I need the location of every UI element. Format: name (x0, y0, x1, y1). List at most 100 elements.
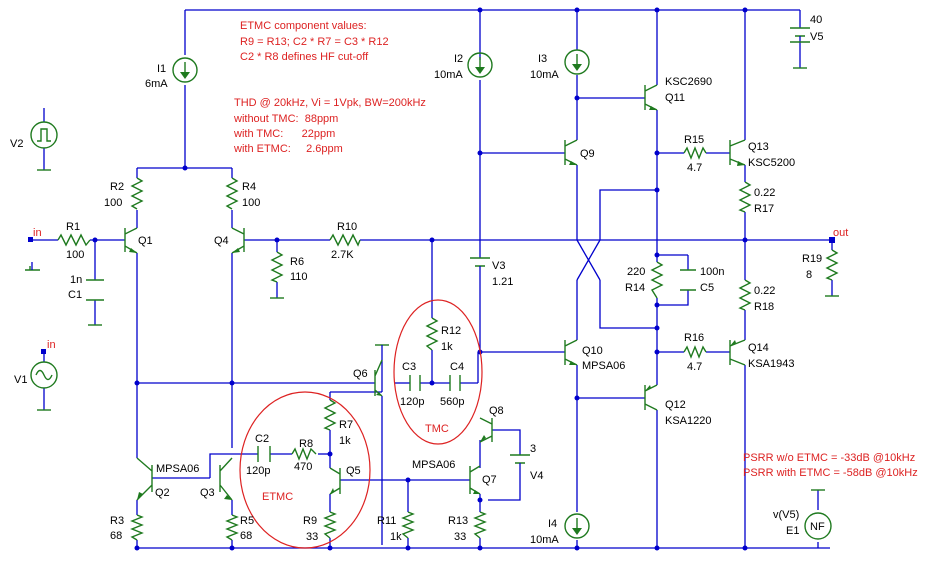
thd-note-title: THD @ 20kHz, Vi = 1Vpk, BW=200kHz (234, 97, 426, 109)
label-V4-name: V4 (530, 470, 543, 482)
label-C1-name: C1 (68, 289, 82, 301)
resistor-R7-icon (323, 399, 337, 431)
tmc-highlight-circle (393, 299, 483, 445)
label-R4-val: 100 (242, 197, 260, 209)
label-I4-name: I4 (548, 518, 557, 530)
resistor-R15-icon (683, 146, 707, 160)
label-R6-val: 110 (290, 271, 308, 283)
label-Q6: Q6 (353, 368, 368, 380)
label-V3-val: 1.21 (492, 276, 513, 288)
label-Q8: Q8 (489, 405, 504, 417)
label-R5-val: 68 (240, 530, 252, 542)
transistor-Q10-icon (564, 339, 578, 366)
label-R18-val: 0.22 (754, 285, 775, 297)
label-R8-name: R8 (299, 438, 313, 450)
label-I3-val: 10mA (530, 69, 559, 81)
label-C4-name: C4 (450, 361, 464, 373)
label-C1-val: 1n (70, 274, 82, 286)
capacitor-C4-icon (449, 375, 461, 391)
transistor-Q1-icon (124, 227, 138, 254)
battery-V3-icon (470, 257, 490, 285)
label-Q12: Q12 (665, 399, 686, 411)
out-port-label: out (833, 227, 848, 239)
label-R12-val: 1k (441, 341, 453, 353)
transistor-Q8-icon (479, 417, 493, 443)
label-Q12-part: KSA1220 (665, 415, 711, 427)
label-R7-val: 1k (339, 435, 351, 447)
psrr-note-line1: PSRR w/o ETMC = -33dB @10kHz (743, 452, 915, 464)
capacitors (86, 269, 696, 462)
resistor-R1-icon (57, 233, 91, 247)
label-Q2: Q2 (155, 487, 170, 499)
label-E1-symbol: NF (810, 521, 825, 533)
label-R13-name: R13 (448, 515, 468, 527)
label-R2-name: R2 (110, 181, 124, 193)
label-Q14-part: KSA1943 (748, 358, 794, 370)
capacitor-C2-icon (257, 446, 271, 462)
label-Q9: Q9 (580, 148, 595, 160)
capacitor-C3-icon (409, 375, 421, 391)
current-source-I4-icon (564, 513, 590, 539)
label-E1-expr: v(V5) (773, 509, 799, 521)
label-R11-name: R11 (377, 515, 396, 527)
in2-port-label: in (47, 339, 56, 351)
label-R6-name: R6 (290, 256, 304, 268)
current-source-I2-icon (467, 52, 493, 78)
transistor-Q6-icon (374, 359, 383, 397)
label-Q4: Q4 (214, 235, 229, 247)
label-R18-name: R18 (754, 301, 774, 313)
label-R3-val: 68 (110, 530, 122, 542)
label-C4-val: 560p (440, 396, 464, 408)
label-I4-val: 10mA (530, 534, 559, 546)
label-I3-name: I3 (538, 53, 547, 65)
transistor-Q11-icon (644, 84, 658, 111)
label-I2-val: 10mA (434, 69, 463, 81)
label-R10-val: 2.7K (331, 249, 354, 261)
in-port-marker (28, 237, 33, 242)
transistor-Q2-icon (136, 457, 153, 501)
label-R14-name: R14 (625, 282, 645, 294)
etmc-note-line1: R9 = R13; C2 * R7 = C3 * R12 (240, 36, 389, 48)
transistor-Q4-icon (231, 227, 245, 254)
resistor-R2-icon (130, 177, 144, 210)
label-Q7: Q7 (482, 474, 497, 486)
label-I1-val: 6mA (145, 78, 168, 90)
psrr-note-line2: PSRR with ETMC = -58dB @10kHz (743, 467, 918, 479)
transistor-Q12-icon (644, 384, 658, 411)
resistor-R6-icon (270, 251, 284, 283)
capacitor-C5-icon (680, 269, 696, 291)
resistor-R11-icon (401, 511, 415, 539)
label-Q2-part: MPSA06 (156, 463, 199, 475)
label-R4-name: R4 (242, 181, 256, 193)
tmc-circle-label: TMC (425, 423, 449, 435)
label-R7-name: R7 (339, 419, 353, 431)
annotation-text: ETMC component values: R9 = R13; C2 * R7… (233, 20, 918, 503)
resistor-R19-icon (825, 249, 839, 281)
label-R16-val: 4.7 (687, 361, 702, 373)
label-E1-name: E1 (786, 525, 799, 537)
current-source-I3-icon (564, 49, 590, 75)
in2-port-marker (41, 349, 46, 354)
component-labels: I1 6mA I2 10mA I3 10mA I4 10mA 40 V5 V2 … (10, 14, 825, 546)
label-R14-val: 220 (627, 266, 645, 278)
label-Q1: Q1 (138, 235, 153, 247)
label-C5-val: 100n (700, 266, 724, 278)
etmc-highlight-circle (239, 391, 371, 549)
resistor-R4-icon (225, 177, 239, 210)
label-R10-name: R10 (337, 221, 357, 233)
label-R13-val: 33 (454, 531, 466, 543)
label-R17-val: 0.22 (754, 187, 775, 199)
resistor-R13-icon (473, 511, 487, 539)
transistor-Q9-icon (564, 139, 578, 166)
label-Q13: Q13 (748, 141, 769, 153)
in-port-label: in (33, 227, 42, 239)
label-Q10: Q10 (582, 345, 603, 357)
label-R11-val: 1k (390, 531, 402, 543)
battery-V5-icon (790, 27, 810, 50)
resistor-R17-icon (738, 181, 752, 213)
label-Q5: Q5 (346, 465, 361, 477)
label-Q11-part: KSC2690 (665, 76, 712, 88)
label-R1-name: R1 (66, 221, 80, 233)
label-I1-name: I1 (157, 63, 166, 75)
